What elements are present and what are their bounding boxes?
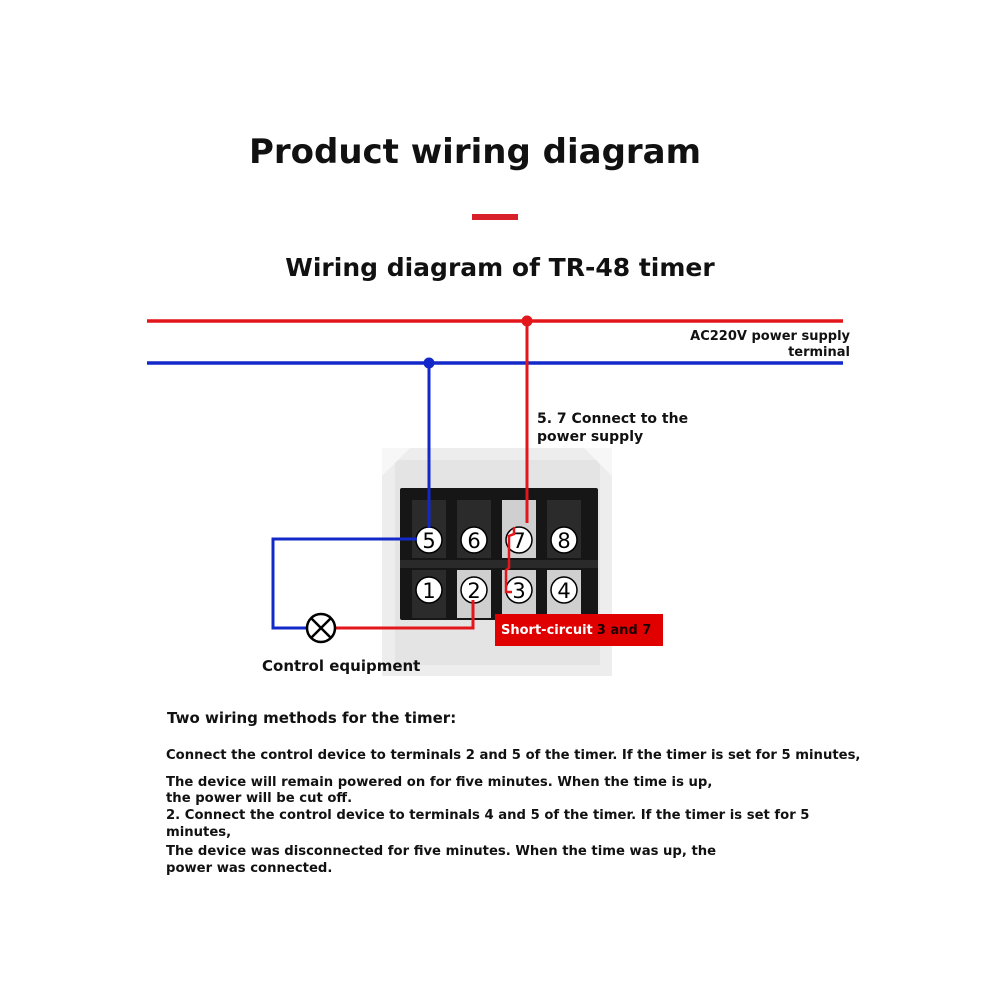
short-circuit-text: Short-circuit (501, 622, 593, 638)
control-live-wire (335, 600, 475, 630)
method-line-5: minutes, (166, 825, 232, 840)
page-title: Product wiring diagram (248, 132, 702, 172)
terminal-4: 4 (550, 576, 578, 604)
diagram-subtitle: Wiring diagram of TR-48 timer (285, 253, 715, 282)
terminal-5-label: 5 (422, 529, 435, 553)
lamp-symbol-icon (305, 612, 337, 644)
terminal-5: 5 (415, 526, 443, 554)
control-equipment-label: Control equipment (262, 657, 421, 675)
connect-note-line-1: 5. 7 Connect to the (537, 411, 689, 427)
terminal-2-label: 2 (467, 579, 480, 603)
short-circuit-badge: Short-circuit 3 and 7 (495, 614, 663, 646)
connect-power-note: 5. 7 Connect to the power supply (537, 410, 688, 446)
terminal-1-label: 1 (422, 579, 435, 603)
control-neutral-wire (271, 537, 417, 630)
connect-note-line-2: power supply (537, 429, 644, 445)
housing-corner-top-right (584, 448, 612, 476)
terminal-1: 1 (415, 576, 443, 604)
terminal-block-center-divider (400, 560, 598, 568)
terminal-2: 2 (460, 576, 488, 604)
terminal-3-label: 3 (512, 579, 525, 603)
method-line-7: power was connected. (166, 861, 333, 876)
terminal-4-label: 4 (557, 579, 570, 603)
supply-label-line-1: AC220V power supply (690, 329, 850, 344)
method-line-3: the power will be cut off. (166, 791, 353, 806)
terminal-6: 6 (460, 526, 488, 554)
method-line-4: 2. Connect the control device to termina… (166, 808, 810, 823)
methods-heading: Two wiring methods for the timer: (167, 709, 457, 727)
terminal-8: 8 (550, 526, 578, 554)
terminal-6-label: 6 (467, 529, 480, 553)
method-line-2: The device will remain powered on for fi… (166, 775, 713, 790)
terminal-8-label: 8 (557, 529, 570, 553)
title-accent-bar (472, 214, 518, 220)
method-line-1: Connect the control device to terminals … (166, 748, 861, 763)
short-circuit-jumper (504, 527, 516, 594)
method-line-6: The device was disconnected for five min… (166, 844, 717, 859)
housing-corner-top-left (382, 448, 410, 476)
terminal-3: 3 (505, 576, 533, 604)
terminal-7-label: 7 (512, 529, 525, 553)
supply-label-line-2: terminal (788, 345, 850, 360)
short-circuit-terminals: 3 and 7 (596, 622, 652, 638)
